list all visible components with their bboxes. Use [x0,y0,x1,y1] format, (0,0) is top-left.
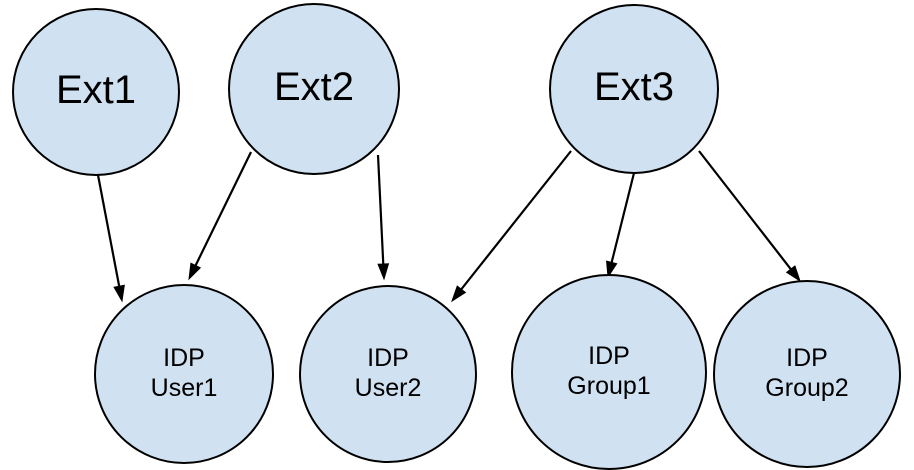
node-shape-circle[interactable] [94,284,274,464]
edge-ext3-to-idp_user2 [451,150,572,303]
node-label-line1: IDP [786,344,828,372]
node-shape-circle[interactable] [228,3,400,175]
node-shape-circle[interactable] [12,8,180,176]
node-label-line1: IDP [588,342,630,370]
arrowhead-icon [377,263,390,281]
arrowhead-icon [785,265,801,283]
node-shape-circle[interactable] [549,4,719,174]
edge-ext2-to-idp_user2 [376,154,390,281]
arrowhead-icon [113,284,125,303]
arrowhead-icon [606,260,618,279]
node-label-line2: User1 [151,374,218,402]
node-ext1[interactable]: Ext1 [12,8,180,176]
edge-ext3-to-idp_group2 [698,150,801,283]
node-label-line2: User2 [355,374,422,402]
edge-ext2-to-idp_user1 [188,151,252,281]
arrowhead-icon [451,285,467,303]
node-label-ext3: Ext3 [594,65,674,109]
node-label-line1: Ext1 [56,68,136,112]
arrowhead-icon [188,262,202,281]
node-label-ext2: Ext2 [274,65,354,109]
node-ext2[interactable]: Ext2 [228,3,400,175]
node-label-line1: IDP [163,344,205,372]
node-label-line1: Ext2 [274,65,354,109]
node-label-line1: Ext3 [594,65,674,109]
node-shape-circle[interactable] [299,285,477,463]
edge-ext1-to-idp_user1 [96,174,125,303]
node-label-line1: IDP [367,344,409,372]
node-label-line2: Group2 [765,374,848,402]
node-ext3[interactable]: Ext3 [549,4,719,174]
node-label-ext1: Ext1 [56,68,136,112]
node-shape-circle[interactable] [511,274,707,470]
node-label-line2: Group1 [567,372,650,400]
edges-layer [96,150,801,303]
node-shape-circle[interactable] [713,280,901,468]
edge-ext3-to-idp_group1 [606,172,636,279]
